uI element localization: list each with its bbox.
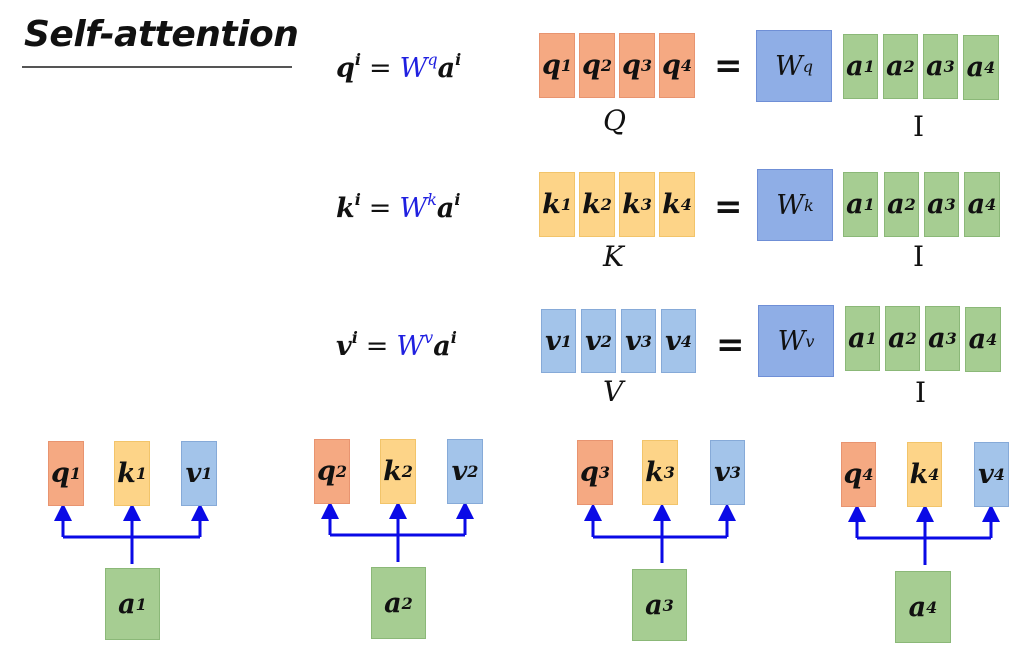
eq-lhs-sup: i bbox=[354, 190, 361, 209]
eq-lhs: k bbox=[336, 193, 355, 224]
arrow-group-4 bbox=[848, 504, 1000, 565]
matrix-label-I: I bbox=[913, 110, 925, 143]
equation-key: ki=Wkai bbox=[336, 190, 460, 224]
eq-weight: W bbox=[396, 331, 425, 362]
equation-query: qi=Wqai bbox=[336, 50, 461, 84]
eq-weight-sup: k bbox=[427, 190, 437, 209]
matrix-equals-q: = bbox=[714, 46, 743, 86]
eq-weight: W bbox=[399, 193, 428, 224]
eq-rhs-sup: i bbox=[450, 328, 457, 347]
matrix-label-K: K bbox=[603, 240, 624, 273]
eq-lhs: v bbox=[336, 331, 352, 362]
matrix-label-Q: Q bbox=[603, 104, 626, 137]
matrix-equals-v: = bbox=[716, 325, 745, 365]
eq-weight-sup: q bbox=[427, 50, 438, 69]
eq-lhs-sup: i bbox=[354, 50, 361, 69]
eq-rhs-sup: i bbox=[454, 190, 461, 209]
matrix-label-I: I bbox=[915, 376, 927, 409]
arrow-group-2 bbox=[321, 501, 474, 562]
eq-rhs: a bbox=[436, 193, 455, 224]
eq-rhs: a bbox=[433, 331, 451, 362]
eq-lhs-sup: i bbox=[351, 328, 358, 347]
eq-weight: W bbox=[399, 53, 428, 84]
matrix-label-V: V bbox=[603, 375, 624, 408]
arrow-group-1 bbox=[54, 503, 209, 564]
equation-value: vi=Wvai bbox=[336, 328, 457, 362]
matrix-equals-k: = bbox=[714, 187, 743, 227]
eq-rhs-sup: i bbox=[455, 50, 462, 69]
eq-weight-sup: v bbox=[424, 328, 434, 347]
arrow-group-3 bbox=[584, 503, 736, 563]
title-underline bbox=[22, 66, 292, 68]
eq-equals: = bbox=[368, 53, 392, 84]
eq-equals: = bbox=[365, 331, 389, 362]
eq-lhs: q bbox=[336, 53, 355, 84]
matrix-label-I: I bbox=[913, 240, 925, 273]
slide-title: Self-attention bbox=[24, 14, 299, 55]
eq-rhs: a bbox=[437, 53, 456, 84]
eq-equals: = bbox=[368, 193, 392, 224]
